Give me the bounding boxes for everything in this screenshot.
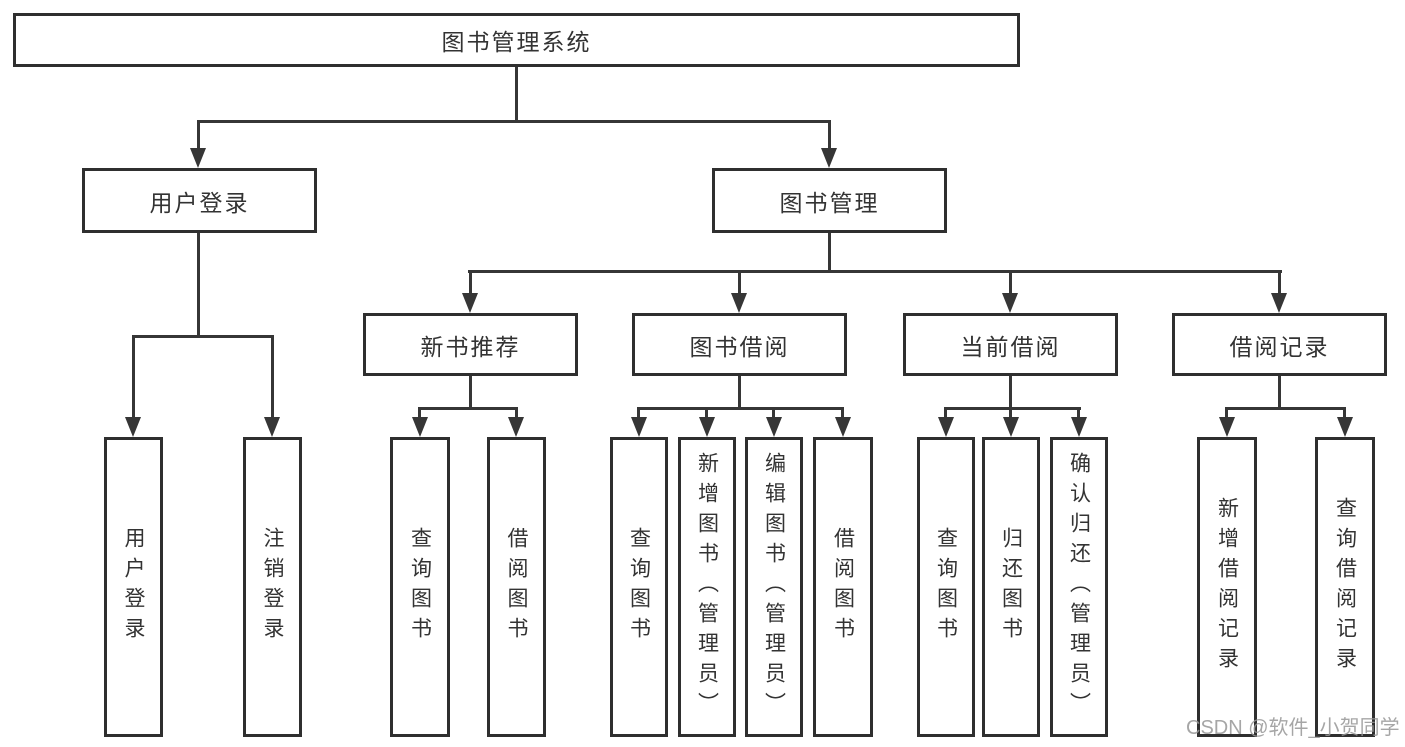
connector-line: [1225, 409, 1228, 417]
leaf-newbook-query-label: 查询图书: [408, 527, 432, 647]
node-root: 图书管理系统: [13, 13, 1020, 67]
leaf-borrow-query: 查询图书: [610, 437, 668, 737]
connector-line: [637, 407, 844, 410]
leaf-record-add-label: 新增借阅记录: [1215, 497, 1239, 677]
connector-line: [1009, 376, 1012, 407]
connector-line: [418, 407, 518, 410]
arrow-down-icon: [1337, 417, 1353, 437]
arrow-down-icon: [125, 417, 141, 437]
node-book-borrow-label: 图书借阅: [689, 333, 790, 360]
node-user-login-label: 用户登录: [149, 189, 250, 216]
leaf-record-query-label: 查询借阅记录: [1333, 497, 1357, 677]
arrow-down-icon: [1002, 293, 1018, 313]
connector-line: [944, 407, 1081, 410]
connector-line: [468, 270, 1282, 273]
node-book-mgmt-label: 图书管理: [779, 189, 880, 216]
connector-line: [637, 409, 640, 417]
leaf-borrow-query-label: 查询图书: [627, 527, 651, 647]
leaf-newbook-borrow-label: 借阅图书: [505, 527, 528, 647]
arrow-down-icon: [766, 417, 782, 437]
connector-line: [828, 122, 831, 148]
node-book-mgmt: 图书管理: [712, 168, 947, 233]
connector-line: [1278, 376, 1281, 407]
leaf-borrow-add-label: 新增图书（管理员）: [695, 452, 719, 722]
connector-line: [738, 376, 741, 407]
connector-line: [705, 409, 708, 417]
leaf-current-return-label: 归还图书: [999, 527, 1023, 647]
connector-line: [132, 337, 135, 417]
arrow-down-icon: [190, 148, 206, 168]
node-new-book-label: 新书推荐: [420, 333, 521, 360]
arrow-down-icon: [1003, 417, 1019, 437]
leaf-current-return: 归还图书: [982, 437, 1040, 737]
connector-line: [1343, 409, 1346, 417]
node-borrow-record: 借阅记录: [1172, 313, 1387, 376]
connector-line: [469, 376, 472, 407]
connector-line: [738, 272, 741, 293]
connector-line: [197, 233, 200, 337]
connector-line: [944, 409, 947, 417]
connector-line: [1077, 409, 1080, 417]
arrow-down-icon: [508, 417, 524, 437]
connector-line: [132, 335, 274, 338]
leaf-borrow-add: 新增图书（管理员）: [678, 437, 736, 737]
leaf-borrow-book-label: 借阅图书: [831, 527, 855, 647]
connector-line: [515, 409, 518, 417]
leaf-borrow-edit: 编辑图书（管理员）: [745, 437, 803, 737]
node-root-label: 图书管理系统: [441, 29, 592, 55]
arrow-down-icon: [938, 417, 954, 437]
node-borrow-record-label: 借阅记录: [1229, 333, 1330, 360]
arrow-down-icon: [631, 417, 647, 437]
arrow-down-icon: [731, 293, 747, 313]
arrow-down-icon: [1071, 417, 1087, 437]
arrow-down-icon: [264, 417, 280, 437]
csdn-watermark: CSDN @软件_小贺同学: [1186, 717, 1400, 739]
arrow-down-icon: [821, 148, 837, 168]
node-current-borrow: 当前借阅: [903, 313, 1118, 376]
arrow-down-icon: [1271, 293, 1287, 313]
leaf-newbook-query: 查询图书: [390, 437, 450, 737]
leaf-borrow-edit-label: 编辑图书（管理员）: [762, 452, 786, 722]
arrow-down-icon: [462, 293, 478, 313]
node-book-borrow: 图书借阅: [632, 313, 847, 376]
node-current-borrow-label: 当前借阅: [960, 333, 1061, 360]
leaf-user-login-label: 用户登录: [122, 527, 145, 647]
leaf-newbook-borrow: 借阅图书: [487, 437, 546, 737]
arrow-down-icon: [412, 417, 428, 437]
connector-line: [1225, 407, 1346, 410]
leaf-record-query: 查询借阅记录: [1315, 437, 1375, 737]
connector-line: [1009, 272, 1012, 293]
leaf-current-confirm-label: 确认归还（管理员）: [1067, 452, 1091, 722]
node-user-login: 用户登录: [82, 168, 317, 233]
connector-line: [515, 67, 518, 121]
connector-line: [1278, 272, 1281, 293]
connector-line: [197, 120, 831, 123]
arrow-down-icon: [835, 417, 851, 437]
connector-line: [418, 409, 421, 417]
leaf-logout: 注销登录: [243, 437, 302, 737]
arrow-down-icon: [699, 417, 715, 437]
leaf-current-query-label: 查询图书: [934, 527, 958, 647]
leaf-user-login: 用户登录: [104, 437, 163, 737]
connector-line: [828, 233, 831, 272]
connector-line: [469, 272, 472, 293]
leaf-current-confirm: 确认归还（管理员）: [1050, 437, 1108, 737]
node-new-book: 新书推荐: [363, 313, 578, 376]
leaf-logout-label: 注销登录: [261, 527, 284, 647]
connector-line: [271, 337, 274, 417]
leaf-record-add: 新增借阅记录: [1197, 437, 1257, 737]
arrow-down-icon: [1219, 417, 1235, 437]
leaf-current-query: 查询图书: [917, 437, 975, 737]
connector-line: [841, 409, 844, 417]
connector-line: [1009, 409, 1012, 417]
connector-line: [772, 409, 775, 417]
connector-line: [197, 122, 200, 148]
leaf-borrow-book: 借阅图书: [813, 437, 873, 737]
